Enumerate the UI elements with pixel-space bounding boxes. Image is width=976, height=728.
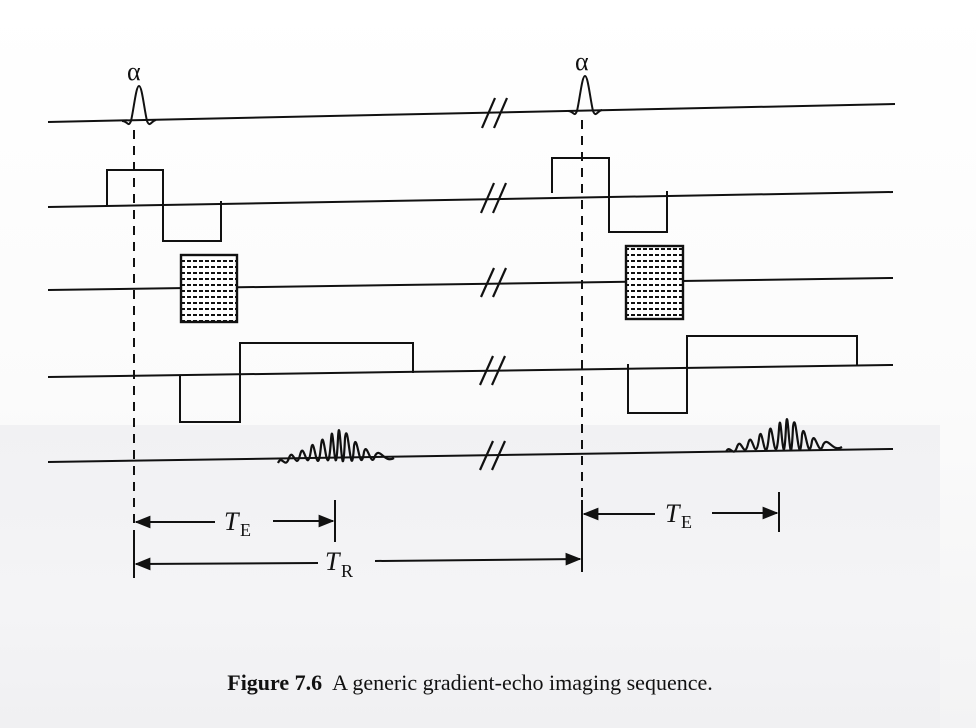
phase-encode-table-2 [624,244,685,321]
rf-baseline [47,103,896,123]
break-mark-slice [479,182,508,214]
tr-main: T [325,547,341,576]
readout-gradient-2 [627,335,858,414]
slice-select-gradient-2 [551,157,668,233]
slice-select-gradient-1 [106,169,222,242]
te-sub-2: E [681,512,692,532]
tr-sub: R [341,561,353,581]
phase-encode-table-1 [179,253,239,324]
break-mark-frequency [478,355,507,386]
echo-signal-2 [724,418,843,453]
frequency-encode-baseline [47,364,894,378]
figure-caption-text: A generic gradient-echo imaging sequence… [332,670,713,695]
readout-gradient-1 [179,342,414,423]
break-mark-signal [478,440,507,471]
scan-shading [0,425,940,728]
break-mark-rf [480,97,509,129]
slice-select-baseline [47,191,894,208]
figure-caption: Figure 7.6 A generic gradient-echo imagin… [0,670,940,696]
time-break-marks [478,97,509,471]
pulse-sequence-diagram: α α T E T E T R [47,47,896,581]
figure-number: Figure 7.6 [227,670,323,695]
tr-arrow-left [134,557,319,571]
te-main-2: T [665,499,681,528]
te-label-2: T E [665,499,692,532]
echo-signal-1 [276,429,395,464]
rf-pulse-2 [567,74,603,116]
flip-angle-label-1: α [127,57,141,86]
te-sub-1: E [240,520,251,540]
rf-pulse-1 [121,84,157,126]
tr-label: T R [325,547,353,581]
flip-angle-label-2: α [575,47,589,76]
te-main-1: T [224,507,240,536]
tr-arrow-right [374,552,582,566]
te-label-1: T E [224,507,251,540]
phase-encode-baseline [47,277,894,291]
signal-baseline [47,448,894,463]
break-mark-phase [479,267,508,298]
